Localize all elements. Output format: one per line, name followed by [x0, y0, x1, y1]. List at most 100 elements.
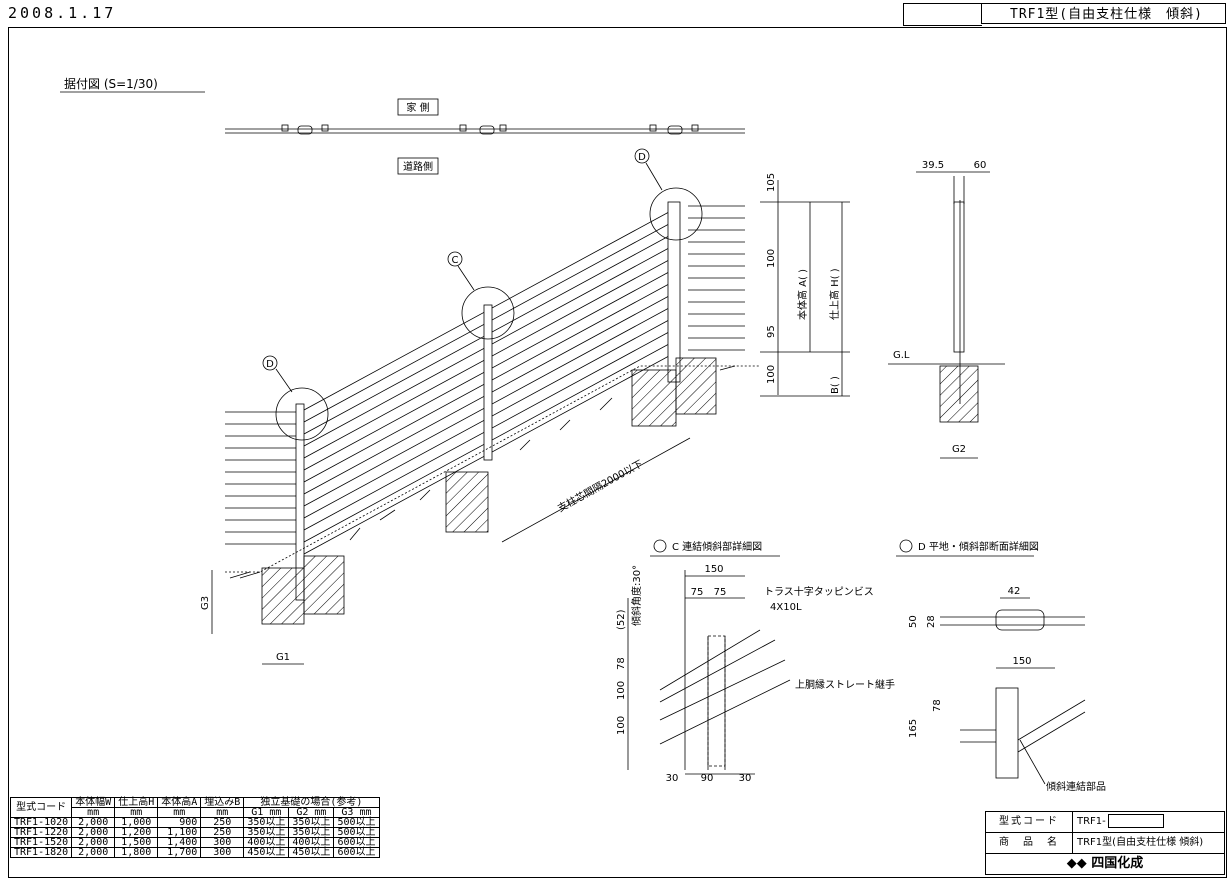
- hdr-body-height: 本体高A: [157, 797, 202, 808]
- cell: 1,100: [157, 827, 202, 838]
- callout-d-left: D: [266, 359, 274, 370]
- embed-label: B( ): [830, 376, 841, 394]
- hdr-embed: 埋込みB: [200, 797, 245, 808]
- hdr-g1: G1 mm: [243, 807, 290, 818]
- unit-embed: mm: [200, 807, 245, 818]
- cell: 1,700: [157, 847, 202, 858]
- detail-d-50: 50: [908, 615, 919, 628]
- code-value: TRF1-: [1077, 816, 1106, 827]
- unit-finish: mm: [114, 807, 159, 818]
- foundations: [261, 357, 979, 625]
- dim-95: 95: [766, 325, 777, 338]
- flat-rails-left: [225, 411, 296, 545]
- cell: 600以上: [333, 847, 380, 858]
- g1-label: G1: [276, 652, 290, 663]
- detail-c-screw-size: 4X10L: [770, 602, 802, 613]
- detail-c-75b: 75: [714, 587, 727, 598]
- table-row: TRF1-1520 2,000 1,500 1,400 300 400以上 40…: [9, 837, 380, 848]
- hdr-model-code: 型式コード: [9, 797, 73, 818]
- callout-circle-d-right: [649, 187, 703, 241]
- detail-c-75a: 75: [691, 587, 704, 598]
- cell: 350以上: [288, 817, 335, 828]
- callout-d-right: D: [638, 152, 646, 163]
- detail-d-165: 165: [908, 719, 919, 738]
- body-height-label: 本体高 A( ): [796, 269, 809, 320]
- cell: 350以上: [243, 827, 290, 838]
- cell: TRF1-1520: [9, 837, 73, 848]
- table-row: TRF1-1220 2,000 1,200 1,100 250 350以上 35…: [9, 827, 380, 838]
- cell: TRF1-1020: [9, 817, 73, 828]
- cell: TRF1-1220: [9, 827, 73, 838]
- detail-d-78: 78: [932, 699, 943, 712]
- callout-circle-c: [461, 286, 515, 340]
- cell: 400以上: [243, 837, 290, 848]
- cell: 300: [200, 847, 245, 858]
- g2-label: G2: [952, 444, 966, 455]
- label-house-side: 家 側: [406, 101, 429, 114]
- spec-table: 型式コード 本体幅W 仕上高H 本体高A 埋込みB 独立基礎の場合(参考) mm…: [9, 797, 380, 858]
- section-title: 据付図 (S=1/30): [64, 77, 158, 91]
- name-label: 商 品 名: [986, 833, 1073, 853]
- dim-39-5: 39.5: [922, 160, 944, 171]
- cell: 300: [200, 837, 245, 848]
- detail-c-90: 90: [701, 773, 714, 784]
- cell: 1,200: [114, 827, 159, 838]
- pitch-label: 支柱芯間隔2000以下: [555, 457, 645, 515]
- cell: 450以上: [243, 847, 290, 858]
- detail-c-150: 150: [704, 564, 723, 575]
- cell: 1,500: [114, 837, 159, 848]
- code-label: 型式コード: [986, 812, 1073, 832]
- title-block: 型式コード TRF1- 商 品 名 TRF1型(自由支柱仕様 傾斜) ◆◆ 四国…: [985, 811, 1225, 875]
- cell: TRF1-1820: [9, 847, 73, 858]
- label-road-side: 道路側: [403, 160, 433, 173]
- dim-60: 60: [974, 160, 987, 171]
- name-value: TRF1型(自由支柱仕様 傾斜): [1077, 837, 1204, 848]
- detail-d-28: 28: [926, 615, 937, 628]
- table-row: TRF1-1820 2,000 1,800 1,700 300 450以上 45…: [9, 847, 380, 858]
- detail-d-parts: 傾斜連結部品: [1046, 780, 1106, 793]
- cell: 2,000: [71, 847, 116, 858]
- finish-height-label: 仕上高 H( ): [828, 268, 841, 320]
- cell: 1,000: [114, 817, 159, 828]
- detail-c-joint: 上胴縁ストレート継手: [795, 678, 895, 691]
- cell: 250: [200, 817, 245, 828]
- dim-100a: 100: [766, 249, 777, 268]
- cell: 1,800: [114, 847, 159, 858]
- company-logo-icon: ◆◆: [1066, 856, 1092, 871]
- cell: 350以上: [288, 827, 335, 838]
- table-row: TRF1-1020 2,000 1,000 900 250 350以上 350以…: [9, 817, 380, 828]
- dim-100b: 100: [766, 365, 777, 384]
- detail-c-title: C 連結傾斜部詳細図: [672, 540, 762, 553]
- cell: 2,000: [71, 837, 116, 848]
- side-section: 39.5 60 G.L G2: [888, 160, 1005, 459]
- cell: 500以上: [333, 827, 380, 838]
- g3-label: G3: [200, 596, 211, 610]
- detail-c-screw: トラス十字タッピンビス: [764, 585, 874, 598]
- code-input-box: [1107, 814, 1164, 828]
- plan-posts: [281, 124, 699, 135]
- detail-c-52: (52): [616, 609, 627, 630]
- dim-105: 105: [766, 173, 777, 192]
- flat-rails-right: [688, 205, 745, 351]
- cell: 450以上: [288, 847, 335, 858]
- cell: 350以上: [243, 817, 290, 828]
- company-name: 四国化成: [1091, 856, 1144, 871]
- callout-c: C: [452, 255, 459, 266]
- cell: 600以上: [333, 837, 380, 848]
- detail-d-42: 42: [1008, 586, 1021, 597]
- detail-c-100b: 100: [616, 716, 627, 735]
- detail-d-150: 150: [1012, 656, 1031, 667]
- hdr-g2: G2 mm: [288, 807, 335, 818]
- hdr-width: 本体幅W: [71, 797, 116, 808]
- cell: 900: [157, 817, 202, 828]
- model-title: TRF1型(自由支柱仕様 傾斜): [981, 3, 1226, 24]
- detail-c-78: 78: [616, 657, 627, 670]
- drawing-date: 2008.1.17: [8, 4, 117, 22]
- detail-c-30b: 30: [739, 773, 752, 784]
- detail-c-angle: 傾斜角度:30°: [630, 565, 643, 626]
- header-blank-cell: [903, 3, 982, 26]
- hdr-foundation: 独立基礎の場合(参考): [243, 797, 380, 808]
- detail-c-100a: 100: [616, 681, 627, 700]
- unit-body: mm: [157, 807, 202, 818]
